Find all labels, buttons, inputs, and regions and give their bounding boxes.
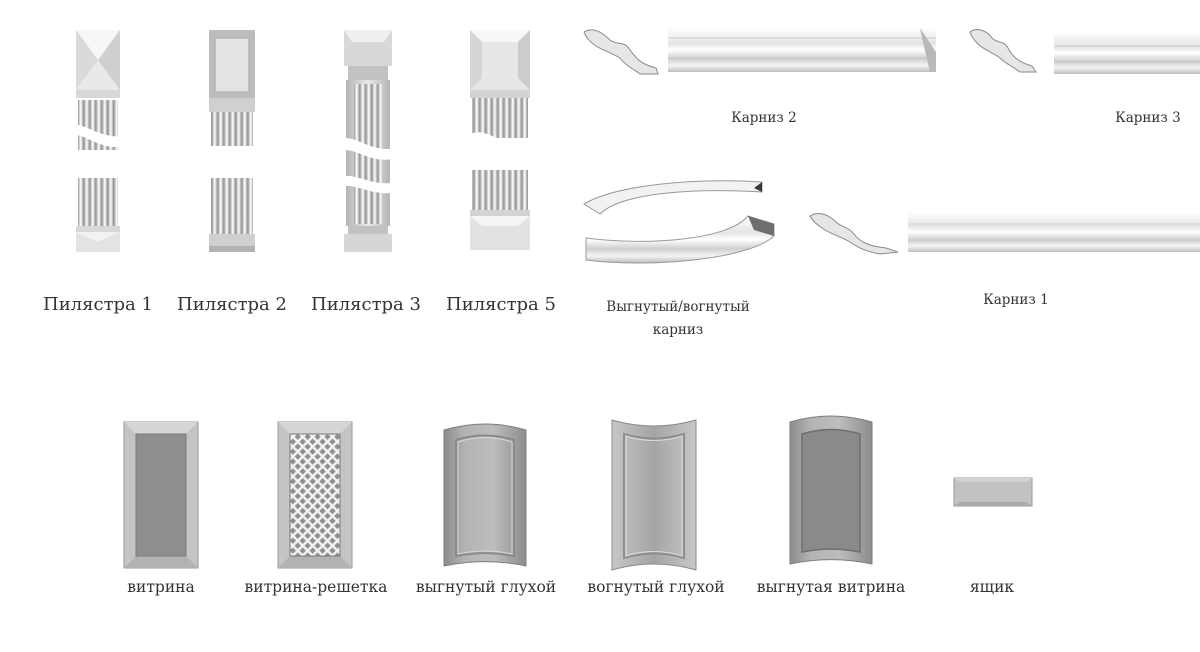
pilaster-1 [66, 28, 130, 254]
pilaster-3-image [338, 30, 398, 252]
pilaster-2 [200, 28, 264, 254]
facade-concave-solid [610, 418, 698, 572]
facade-vitrina-image [123, 421, 199, 569]
facade-vitrina-label: витрина [127, 578, 195, 596]
facade-vitrina-lattice-image [277, 421, 353, 569]
cornice-3 [966, 24, 1200, 80]
facade-convex-solid-label: выгнутый глухой [415, 578, 557, 596]
pilaster-3-label: Пилястра 3 [311, 294, 421, 315]
pilaster-2-label: Пилястра 2 [177, 294, 287, 315]
pilaster-5 [468, 28, 532, 254]
facade-concave-solid-image [611, 419, 697, 571]
bent-cornice-label-line1: Выгнутый/вогнутый [606, 299, 750, 315]
cornice-2-image [583, 28, 936, 75]
pilaster-2-image [202, 30, 262, 252]
cornice-1-image [809, 212, 1200, 255]
facade-convex-solid-image [443, 423, 527, 567]
cornice-2-label: Карниз 2 [731, 110, 797, 126]
facade-concave-solid-label: вогнутый глухой [587, 578, 725, 596]
facade-convex-vitrina [788, 414, 874, 568]
cornice-3-label: Карниз 3 [1115, 110, 1181, 126]
cornice-1 [806, 208, 1200, 256]
facade-drawer [953, 477, 1033, 507]
facade-vitrina-lattice [277, 421, 353, 569]
facade-drawer-image [953, 477, 1033, 507]
facade-vitrina [123, 421, 199, 569]
facade-convex-vitrina-label: выгнутая витрина [756, 578, 906, 596]
pilaster-3 [336, 28, 400, 254]
cornice-2 [580, 24, 942, 80]
bent-cornice-label-line2: карниз [652, 322, 704, 338]
pilaster-5-label: Пилястра 5 [446, 294, 556, 315]
pilaster-1-label: Пилястра 1 [43, 294, 153, 315]
facade-convex-vitrina-image [789, 415, 873, 565]
facade-drawer-label: ящик [969, 578, 1015, 596]
cornice-3-image [969, 29, 1200, 74]
cornice-1-label: Карниз 1 [983, 292, 1049, 308]
facade-convex-solid [442, 422, 528, 570]
pilaster-1-image [68, 30, 128, 252]
bent-cornice-image [583, 180, 775, 264]
facade-vitrina-lattice-label: витрина-решетка [244, 578, 388, 596]
pilaster-5-image [470, 30, 530, 250]
bent-cornice [578, 176, 778, 266]
